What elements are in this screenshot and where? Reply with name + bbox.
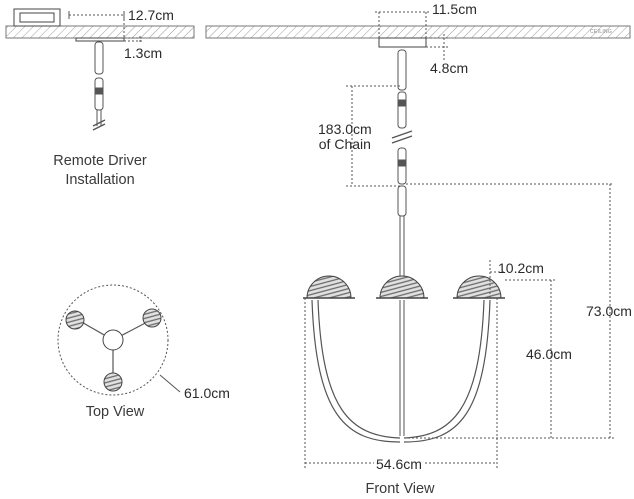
front-view-diagram [205, 11, 631, 468]
fixture-height-label: 46.0cm [526, 346, 572, 362]
top-view-shade-bottom [103, 372, 123, 392]
top-view-hub [102, 329, 124, 351]
ceiling-mark: CEILING [590, 29, 613, 35]
top-view-diagram [57, 284, 181, 396]
ceiling-left [5, 25, 195, 39]
chain-length-line2: of Chain [318, 136, 371, 153]
overall-height-label: 73.0cm [586, 303, 632, 319]
arm-right [403, 299, 485, 439]
shade-right [453, 275, 505, 299]
top-view-caption: Top View [85, 404, 145, 420]
shade-width-label: 10.2cm [498, 260, 544, 276]
front-view-caption: Front View [365, 481, 435, 497]
chain [391, 49, 413, 280]
driver-canopy [75, 37, 125, 42]
top-view-outline [57, 284, 169, 396]
canopy [378, 37, 427, 48]
chain-length-line1: 183.0cm [318, 121, 372, 137]
canopy-height-label: 4.8cm [430, 60, 469, 76]
canopy-width-label: 11.5cm [432, 1, 477, 17]
arm-left [317, 299, 401, 439]
ceiling-right [205, 25, 631, 39]
remote-driver-caption-line2: Installation [65, 171, 135, 188]
chain-length-label: 183.0cm of Chain [318, 121, 372, 153]
shade-center [376, 275, 428, 299]
shade-left [303, 275, 355, 299]
top-view-shade-right [142, 308, 162, 328]
remote-driver-caption-line1: Remote Driver [53, 153, 147, 169]
remote-driver-caption: Remote Driver Installation [40, 152, 160, 190]
top-view-diameter-label: 61.0cm [184, 385, 230, 401]
overall-width-label: 54.6cm [374, 456, 424, 472]
top-view-shade-left [65, 310, 85, 330]
driver-depth-label: 1.3cm [124, 45, 163, 61]
driver-chain [92, 41, 106, 131]
remote-driver-diagram [5, 8, 195, 131]
driver-width-label: 12.7cm [128, 7, 174, 23]
